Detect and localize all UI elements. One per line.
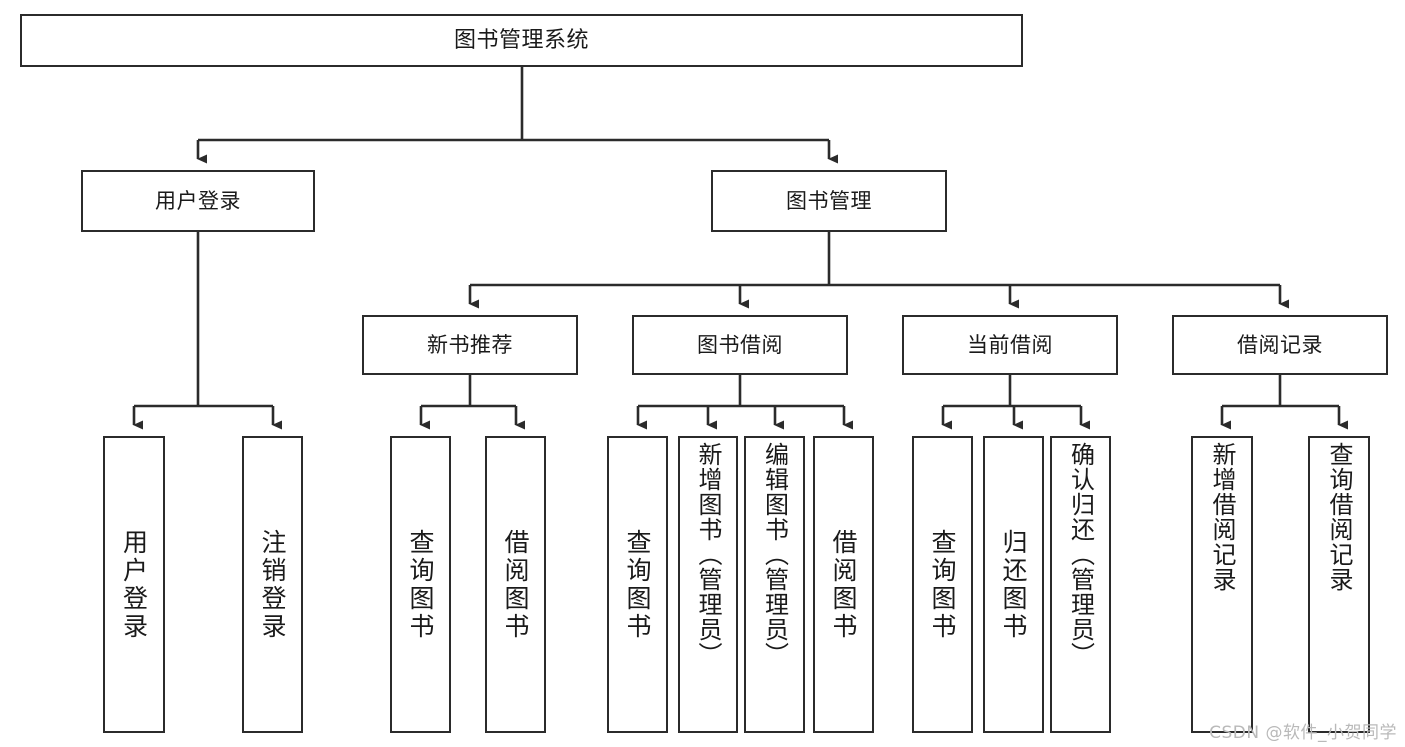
diagram-node-label: 用户登录 xyxy=(155,188,241,213)
diagram-node-leaf7: 编辑图书（管理员） xyxy=(744,436,805,733)
diagram-node-leaf3: 查询图书 xyxy=(390,436,451,733)
diagram-node-label: 新增图书（管理员） xyxy=(694,442,722,667)
diagram-node-leaf5: 查询图书 xyxy=(607,436,668,733)
diagram-node-label: 查询借阅记录 xyxy=(1325,442,1353,592)
diagram-node-label: 图书借阅 xyxy=(697,332,783,357)
diagram-node-l2d: 借阅记录 xyxy=(1172,315,1388,375)
diagram-node-label: 新增借阅记录 xyxy=(1208,442,1236,592)
diagram-node-leaf8: 借阅图书 xyxy=(813,436,874,733)
diagram-node-label: 注销登录 xyxy=(258,528,287,641)
diagram-node-label: 查询图书 xyxy=(406,528,435,641)
diagram-node-label: 借阅图书 xyxy=(501,528,530,641)
diagram-node-label: 归还图书 xyxy=(999,528,1028,641)
diagram-node-label: 新书推荐 xyxy=(427,332,513,357)
diagram-node-leaf10: 归还图书 xyxy=(983,436,1044,733)
diagram-node-l2a: 新书推荐 xyxy=(362,315,578,375)
diagram-node-l1a: 用户登录 xyxy=(81,170,315,232)
diagram-node-label: 图书管理 xyxy=(786,188,872,213)
diagram-node-leaf11: 确认归还（管理员） xyxy=(1050,436,1111,733)
diagram-node-label: 借阅记录 xyxy=(1237,332,1323,357)
diagram-node-label: 编辑图书（管理员） xyxy=(760,442,789,667)
diagram-node-leaf6: 新增图书（管理员） xyxy=(678,436,738,733)
diagram-node-leaf1: 用户登录 xyxy=(103,436,165,733)
diagram-node-label: 查询图书 xyxy=(623,528,652,641)
diagram-node-label: 确认归还（管理员） xyxy=(1066,442,1095,667)
diagram-node-leaf2: 注销登录 xyxy=(242,436,303,733)
diagram-node-leaf13: 查询借阅记录 xyxy=(1308,436,1370,733)
diagram-node-label: 图书管理系统 xyxy=(453,27,589,53)
diagram-node-l1b: 图书管理 xyxy=(711,170,947,232)
diagram-node-l2b: 图书借阅 xyxy=(632,315,848,375)
diagram-node-label: 当前借阅 xyxy=(967,332,1053,357)
diagram-node-label: 查询图书 xyxy=(928,528,957,641)
diagram-node-label: 用户登录 xyxy=(119,528,149,641)
csdn-watermark: CSDN @软件_小贺同学 xyxy=(1209,723,1397,743)
diagram-node-leaf4: 借阅图书 xyxy=(485,436,546,733)
diagram-node-leaf9: 查询图书 xyxy=(912,436,973,733)
diagram-node-leaf12: 新增借阅记录 xyxy=(1191,436,1253,733)
diagram-node-root: 图书管理系统 xyxy=(20,14,1023,67)
diagram-node-l2c: 当前借阅 xyxy=(902,315,1118,375)
diagram-node-label: 借阅图书 xyxy=(829,528,858,641)
